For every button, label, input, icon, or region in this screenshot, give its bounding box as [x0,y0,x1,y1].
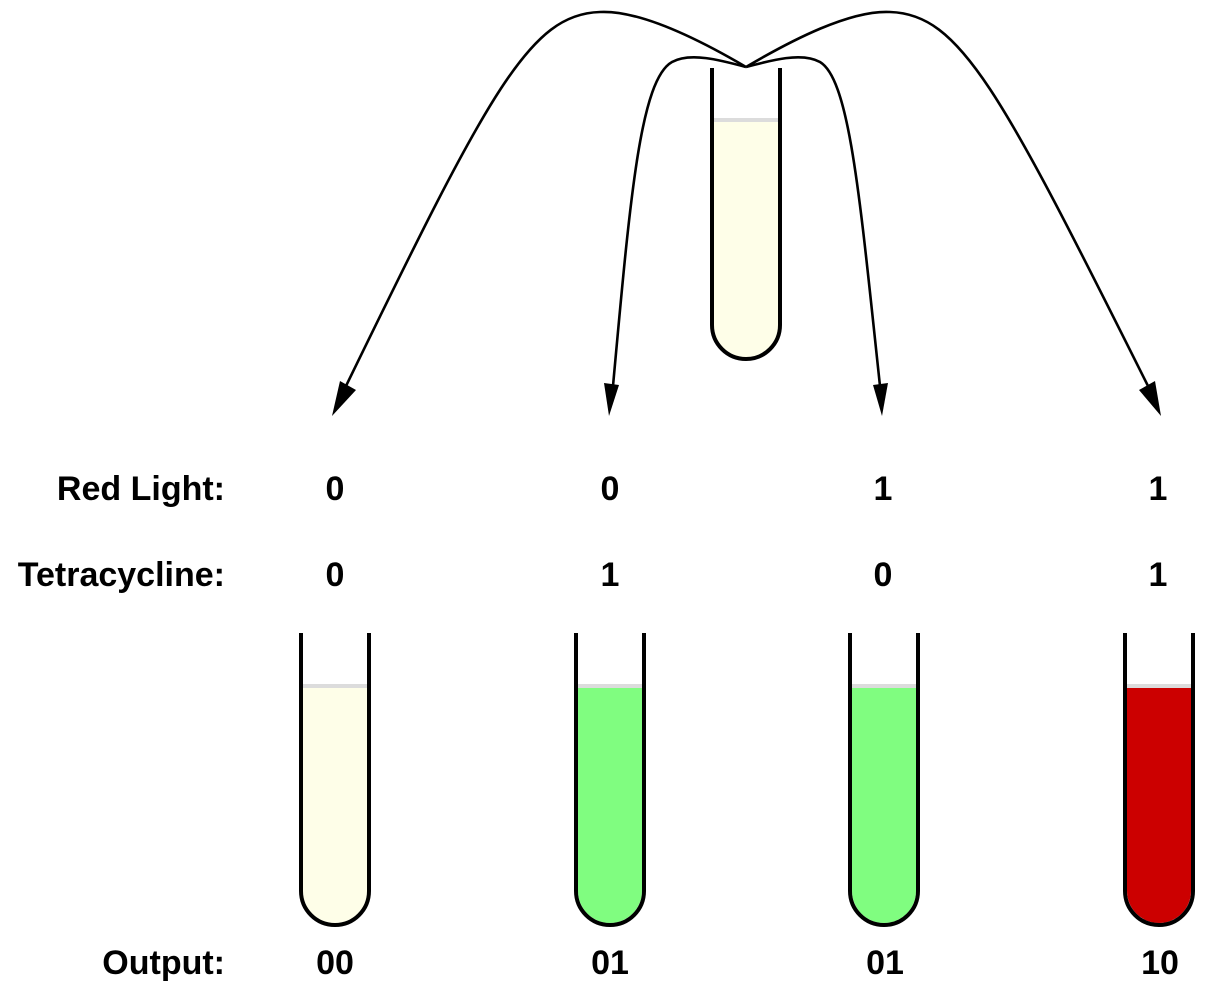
condition-column-1: 0 0 00 [299,470,371,982]
arrow-to-condition-2 [611,55,747,387]
tube-outline [299,633,371,927]
red-light-row-label: Red Light: [57,470,225,508]
arrowhead-2 [604,383,619,416]
tetracycline-row-label: Tetracycline: [18,556,225,594]
condition-column-3: 1 0 01 [848,470,920,982]
tetracycline-value: 1 [601,556,620,594]
tube-liquid [303,686,367,923]
tetracycline-value: 0 [326,556,345,594]
row-labels: Red Light: Tetracycline: Output: [18,470,225,982]
tube-outline [848,633,920,927]
condition-column-2: 0 1 01 [574,470,646,982]
red-light-value: 0 [601,470,620,508]
arrow-to-condition-3 [745,55,882,387]
output-row-label: Output: [102,944,225,982]
output-value: 00 [316,944,354,982]
output-value: 01 [866,944,904,982]
red-light-value: 0 [326,470,345,508]
output-test-tube [1123,633,1195,927]
source-tube-outline [710,68,782,361]
output-test-tube [299,633,371,927]
condition-column-4: 1 1 10 [1123,470,1195,982]
output-test-tube [848,633,920,927]
arrowhead-1 [332,381,356,416]
output-value: 01 [591,944,629,982]
tube-outline [574,633,646,927]
output-test-tube [574,633,646,927]
tube-liquid [852,686,916,923]
branch-arrows [332,10,1161,416]
tube-outline [1123,633,1195,927]
arrow-to-condition-1 [344,10,747,387]
source-tube-liquid [714,120,778,357]
output-value: 10 [1141,944,1179,982]
source-test-tube [710,68,782,361]
tetracycline-value: 1 [1149,556,1168,594]
arrow-to-condition-4 [745,10,1150,387]
arrowhead-3 [873,383,888,416]
tube-liquid [578,686,642,923]
arrowhead-4 [1139,381,1161,416]
red-light-value: 1 [1149,470,1168,508]
tube-liquid [1127,686,1191,923]
red-light-value: 1 [874,470,893,508]
tetracycline-value: 0 [874,556,893,594]
